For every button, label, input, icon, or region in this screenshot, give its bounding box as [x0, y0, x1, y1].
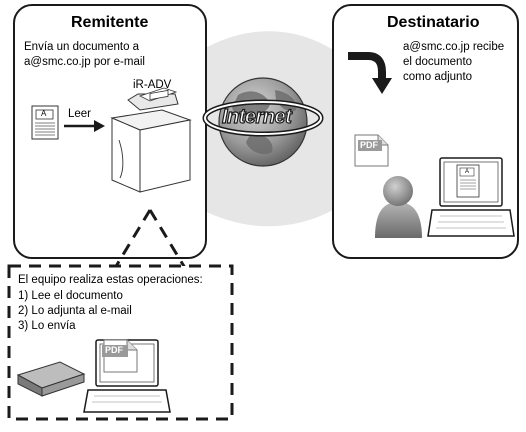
document-letter: A: [41, 109, 47, 118]
globe-label: Internet: [221, 106, 292, 128]
recipient-description-line-3: como adjunto: [403, 71, 473, 83]
operations-step-2: 2) Lo adjunta al e-mail: [18, 305, 132, 317]
pdf-icon: [102, 339, 138, 373]
arrow-right-icon: [64, 120, 105, 132]
dashed-connector: [113, 209, 152, 269]
pdf-label: PDF: [360, 140, 378, 150]
recipient-description-line-1: a@smc.co.jp recibe: [403, 41, 505, 53]
recipient-document-letter: A: [465, 169, 470, 175]
sender-panel: [13, 4, 207, 259]
recipient-title: Destinatario: [387, 14, 480, 31]
action-label: Leer: [68, 108, 92, 120]
sender-title: Remitente: [71, 14, 149, 31]
recipient-description-line-2: el documento: [403, 56, 473, 68]
operations-heading: El equipo realiza estas operaciones:: [18, 274, 203, 286]
sender-description-line-2: a@smc.co.jp por e-mail: [24, 56, 145, 68]
pdf-icon: [354, 134, 389, 167]
device-label: iR-ADV: [133, 79, 172, 91]
operations-step-3: 3) Lo envía: [18, 320, 76, 332]
document-icon: [31, 105, 59, 140]
scanner-icon: [16, 361, 86, 397]
operations-step-1: 1) Lee el documento: [18, 290, 123, 302]
user-icon: [375, 176, 422, 238]
globe-icon: [202, 77, 324, 167]
sender-description-line-1: Envía un documento a: [24, 41, 140, 53]
curved-arrow-icon: [348, 52, 392, 94]
laptop-icon: [427, 157, 515, 237]
operations-pdf-label: PDF: [105, 345, 123, 355]
printer-icon: [110, 87, 192, 193]
